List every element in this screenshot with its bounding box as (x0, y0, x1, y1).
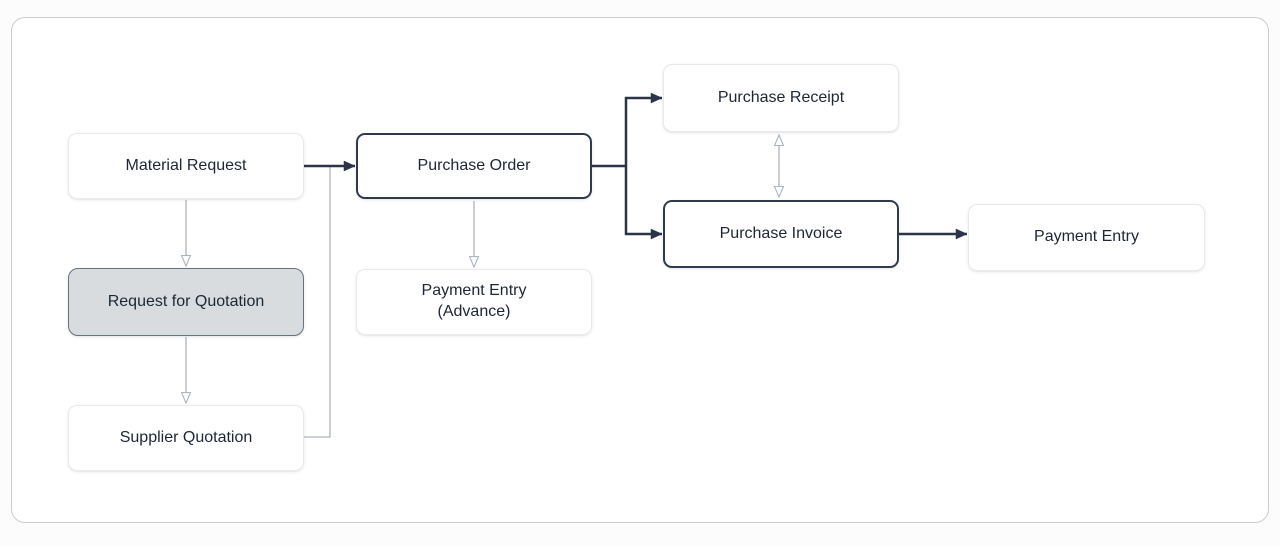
node-label: Material Request (125, 156, 247, 174)
node-label: Purchase Invoice (719, 224, 843, 242)
node-supplier-quotation: Supplier Quotation (68, 405, 304, 471)
node-label: Purchase Order (417, 156, 531, 174)
node-label: Payment Entry (421, 282, 527, 300)
node-label: Purchase Receipt (717, 88, 845, 106)
node-payment-entry-advance: Payment Entry (Advance) (356, 269, 592, 335)
node-label: Payment Entry (1034, 228, 1139, 246)
node-material-request: Material Request (68, 133, 304, 199)
node-request-for-quotation: Request for Quotation (68, 268, 304, 336)
node-label: Supplier Quotation (119, 428, 253, 446)
node-purchase-invoice: Purchase Invoice (663, 200, 899, 268)
node-purchase-receipt: Purchase Receipt (663, 64, 899, 132)
node-label: Request for Quotation (107, 292, 265, 310)
node-purchase-order: Purchase Order (356, 133, 592, 199)
node-payment-entry: Payment Entry (968, 204, 1205, 271)
node-sublabel: (Advance) (437, 303, 511, 320)
